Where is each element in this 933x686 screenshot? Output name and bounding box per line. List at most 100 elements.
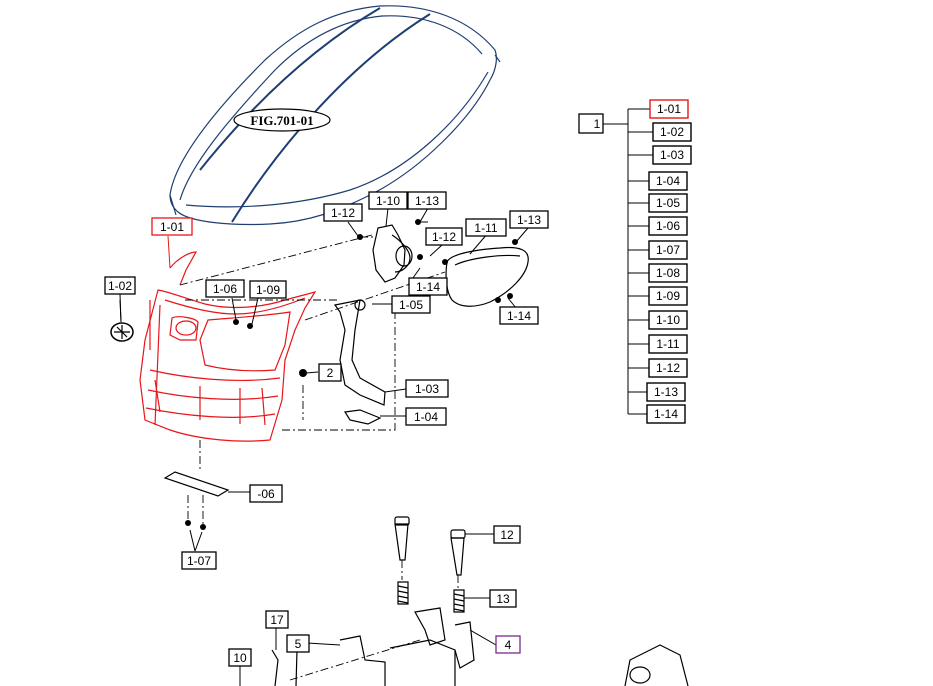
callout-1-02[interactable]: 1-02 [104, 276, 136, 295]
headlight-bracket-drawing [163, 224, 689, 686]
callout-box [205, 279, 245, 298]
callout-box [323, 203, 363, 222]
callout-label: 5 [295, 637, 302, 651]
callout-12[interactable]: 12 [493, 525, 521, 544]
tree-node-1-05[interactable]: 1-05 [648, 193, 688, 213]
callout-label: 1-05 [399, 298, 423, 312]
tree-node-label: 1-09 [656, 289, 680, 303]
tree-node-1-06[interactable]: 1-06 [648, 216, 688, 236]
callout-10[interactable]: 10 [228, 648, 252, 667]
callout-1-11[interactable]: 1-11 [465, 218, 507, 237]
callout-box [425, 227, 463, 246]
tree-node-box [648, 358, 688, 378]
callout-box [249, 484, 283, 503]
tree-node-box [648, 263, 688, 283]
part-tree: 1 1-01 1-02 1-03 1-04 1-05 1-06 1-07 1-08 1-09 1-1… [578, 99, 692, 424]
figure-label: FIG.701-01 [233, 108, 331, 132]
callout-1-12[interactable]: 1-12 [425, 227, 463, 246]
callout-box [228, 648, 252, 667]
tree-node-box [648, 310, 688, 330]
callout-label: 1-09 [256, 283, 280, 297]
callout-17[interactable]: 17 [265, 610, 289, 629]
tree-node-box [648, 240, 688, 260]
tree-node-label: 1-05 [656, 196, 680, 210]
callout-1-05[interactable]: 1-05 [391, 295, 431, 314]
callout-box [405, 379, 449, 398]
tree-node-box [648, 193, 688, 213]
callout-label: 1-03 [415, 382, 439, 396]
tree-node-1-11[interactable]: 1-11 [648, 334, 688, 354]
callout-label: 1-01 [160, 220, 184, 234]
callout-1-09[interactable]: 1-09 [249, 280, 287, 299]
callout-box [408, 277, 448, 296]
tree-node-1-13[interactable]: 1-13 [646, 382, 686, 402]
callout-label: 12 [500, 528, 514, 542]
callout-label: 1-04 [414, 410, 438, 424]
callout-1-10[interactable]: 1-10 [368, 191, 408, 210]
callout-box [407, 191, 447, 210]
callout-1-07[interactable]: 1-07 [181, 551, 217, 570]
tree-node-label: 1-03 [660, 148, 684, 162]
tree-node-1-02[interactable]: 1-02 [652, 122, 692, 142]
callout-1-03[interactable]: 1-03 [405, 379, 449, 398]
callout-1-12[interactable]: 1-12 [323, 203, 363, 222]
callout-label: 1-06 [213, 282, 237, 296]
callout-1-13[interactable]: 1-13 [407, 191, 447, 210]
tree-node-box [649, 99, 689, 119]
tree-node-label: 1-06 [656, 219, 680, 233]
callout-box [493, 525, 521, 544]
callout--06[interactable]: -06 [249, 484, 283, 503]
callout-box [151, 217, 193, 236]
tree-node-label: 1-07 [656, 243, 680, 257]
tree-root[interactable]: 1 [578, 113, 604, 134]
callout-1-06[interactable]: 1-06 [205, 279, 245, 298]
callout-1-14[interactable]: 1-14 [499, 306, 539, 325]
callout-box [489, 589, 517, 608]
callout-box [405, 407, 447, 426]
callout-1-01[interactable]: 1-01 [151, 217, 193, 236]
tree-node-label: 1-12 [656, 361, 680, 375]
callout-box [509, 210, 549, 229]
callout-label: 1-10 [376, 194, 400, 208]
tree-node-1-14[interactable]: 1-14 [646, 404, 686, 424]
callout-label: 1-14 [416, 280, 440, 294]
tree-node-box [646, 404, 686, 424]
callout-5[interactable]: 5 [286, 634, 310, 653]
emblem-drawing [110, 299, 134, 342]
callout-box [391, 295, 431, 314]
callout-leaders [119, 207, 529, 686]
tree-node-1-03[interactable]: 1-03 [652, 145, 692, 165]
tree-node-box [648, 286, 688, 306]
callout-box [368, 191, 408, 210]
tree-node-label: 1-08 [656, 266, 680, 280]
tree-node-1-04[interactable]: 1-04 [648, 171, 688, 191]
callout-2[interactable]: 2 [318, 363, 342, 382]
callout-label: 1-02 [108, 279, 132, 293]
tree-node-label: 1-01 [657, 102, 681, 116]
tree-node-1-09[interactable]: 1-09 [648, 286, 688, 306]
tree-node-label: 1-14 [654, 407, 678, 421]
callout-box [318, 363, 342, 382]
tree-node-1-01[interactable]: 1-01 [649, 99, 689, 119]
callout-4[interactable]: 4 [495, 635, 521, 654]
callout-label: 1-12 [331, 206, 355, 220]
tree-node-1-10[interactable]: 1-10 [648, 310, 688, 330]
tree-node-1-07[interactable]: 1-07 [648, 240, 688, 260]
callout-box [465, 218, 507, 237]
callout-box [249, 280, 287, 299]
callout-1-04[interactable]: 1-04 [405, 407, 447, 426]
callout-1-13[interactable]: 1-13 [509, 210, 549, 229]
callout-13[interactable]: 13 [489, 589, 517, 608]
callout-box [499, 306, 539, 325]
callout-label: 10 [233, 651, 247, 665]
tree-node-1-08[interactable]: 1-08 [648, 263, 688, 283]
tree-node-1-12[interactable]: 1-12 [648, 358, 688, 378]
callout-label: 2 [327, 366, 334, 380]
callout-1-14[interactable]: 1-14 [408, 277, 448, 296]
tree-node-box [652, 145, 692, 165]
callout-label: -06 [257, 487, 275, 501]
tree-node-label: 1-02 [660, 125, 684, 139]
tree-node-label: 1-13 [654, 385, 678, 399]
